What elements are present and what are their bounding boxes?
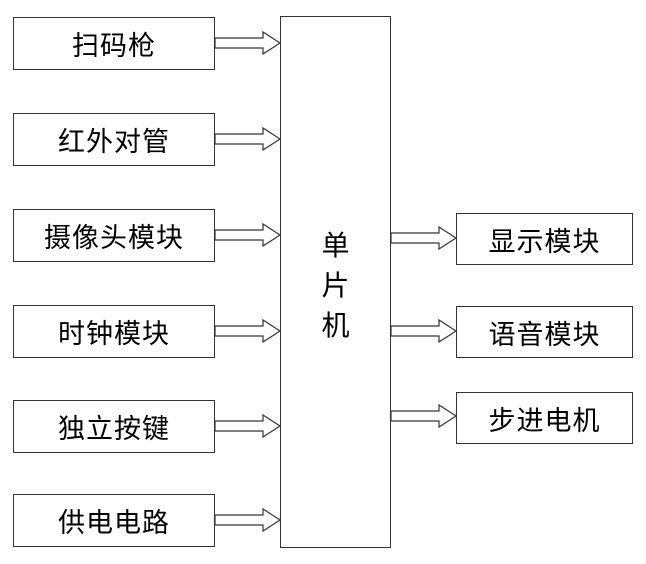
input-arrow-keys <box>214 413 282 439</box>
input-label: 供电电路 <box>58 508 170 539</box>
input-label: 独立按键 <box>58 414 170 445</box>
output-arrow-voice <box>390 318 458 344</box>
input-arrow-infrared <box>214 126 282 152</box>
input-arrow-scanner <box>214 30 282 56</box>
input-box-power: 供电电路 <box>13 494 215 547</box>
output-label: 显示模块 <box>488 226 601 258</box>
input-box-clock: 时钟模块 <box>13 305 215 358</box>
input-label: 摄像头模块 <box>44 223 184 254</box>
input-box-infrared: 红外对管 <box>13 113 215 166</box>
mcu-label-char: 单 <box>321 229 350 262</box>
mcu-box: 单 片 机 <box>280 16 391 548</box>
mcu-label-char: 机 <box>321 309 350 342</box>
input-arrow-clock <box>214 318 282 344</box>
output-label: 步进电机 <box>488 405 601 437</box>
output-box-voice: 语音模块 <box>456 306 633 358</box>
output-arrow-display <box>390 225 458 251</box>
input-box-camera: 摄像头模块 <box>13 209 215 262</box>
input-box-scanner: 扫码枪 <box>13 17 215 70</box>
input-arrow-camera <box>214 222 282 248</box>
input-label: 扫码枪 <box>72 31 156 62</box>
output-arrow-stepper <box>390 403 458 429</box>
output-box-display: 显示模块 <box>456 213 633 265</box>
output-label: 语音模块 <box>488 319 601 351</box>
input-label: 红外对管 <box>58 127 170 158</box>
input-label: 时钟模块 <box>58 319 170 350</box>
output-box-stepper: 步进电机 <box>456 392 633 444</box>
input-arrow-power <box>214 507 282 533</box>
mcu-label-char: 片 <box>321 269 350 302</box>
input-box-keys: 独立按键 <box>13 400 215 453</box>
